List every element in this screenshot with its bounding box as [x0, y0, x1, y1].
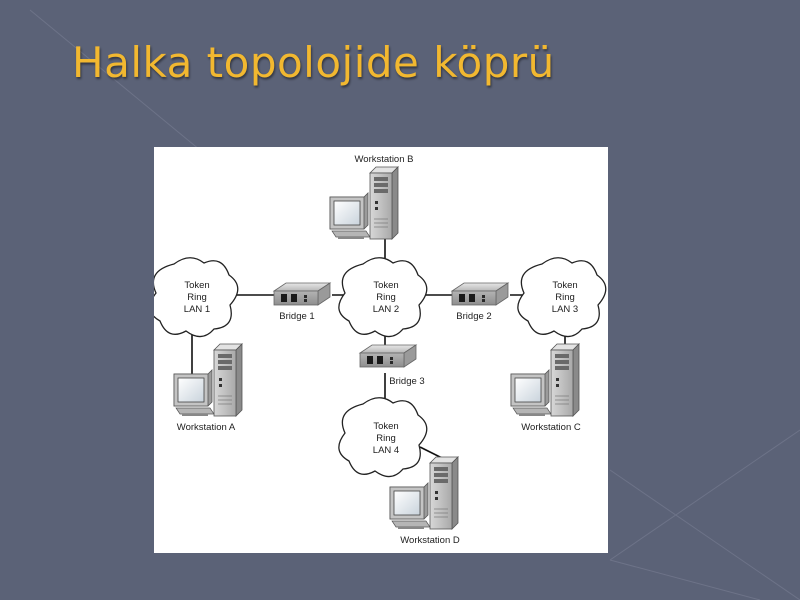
- bridge-3-label: Bridge 3: [389, 376, 424, 387]
- ring-lan1-line1: Token: [184, 280, 209, 291]
- workstation-b: Workstation B: [329, 154, 414, 240]
- workstation-d: Workstation D: [389, 456, 460, 546]
- bridge-2: Bridge 2: [451, 282, 509, 322]
- bridge-1-label: Bridge 1: [279, 311, 314, 322]
- ring-lan4-line1: Token: [373, 421, 398, 432]
- ring-lan4-line3: LAN 4: [373, 445, 399, 456]
- ring-lan3-line1: Token: [552, 280, 577, 291]
- ring-lan4: Token Ring LAN 4: [338, 397, 428, 478]
- ring-lan1-line2: Ring: [187, 292, 207, 303]
- workstation-d-label: Workstation D: [400, 535, 460, 546]
- bridge-1: Bridge 1: [273, 282, 331, 322]
- ring-lan2: Token Ring LAN 2: [338, 257, 428, 338]
- ring-lan2-line3: LAN 2: [373, 304, 399, 315]
- bridge-3: Bridge 3: [359, 344, 425, 387]
- ring-lan3-line2: Ring: [555, 292, 575, 303]
- ring-lan1-line3: LAN 1: [184, 304, 210, 315]
- workstation-b-label: Workstation B: [355, 154, 414, 165]
- network-diagram: Token Ring LAN 1 Token Ring LAN 2 Token …: [154, 147, 608, 553]
- bridge-2-label: Bridge 2: [456, 311, 491, 322]
- slide-title: Halka topolojide köprü: [72, 38, 555, 87]
- ring-lan2-line2: Ring: [376, 292, 396, 303]
- ring-lan3-line3: LAN 3: [552, 304, 578, 315]
- ring-lan4-line2: Ring: [376, 433, 396, 444]
- ring-lan3: Token Ring LAN 3: [517, 257, 607, 338]
- workstation-a-label: Workstation A: [177, 422, 236, 433]
- ring-lan2-line1: Token: [373, 280, 398, 291]
- workstation-c-label: Workstation C: [521, 422, 581, 433]
- workstation-c: Workstation C: [510, 343, 581, 433]
- ring-lan1: Token Ring LAN 1: [154, 257, 239, 338]
- workstation-a: Workstation A: [173, 343, 243, 433]
